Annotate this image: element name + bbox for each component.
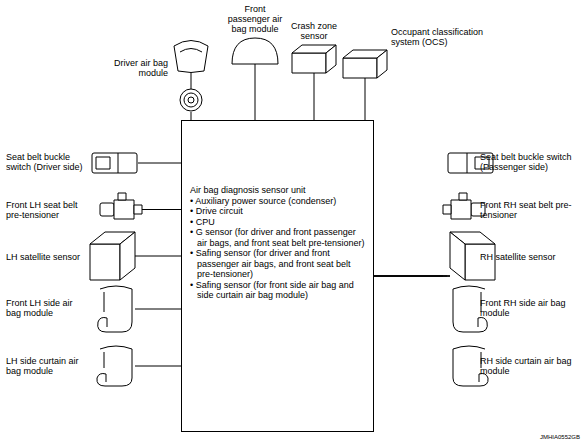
harness-line	[135, 256, 181, 257]
driver-airbag-icon	[174, 41, 208, 112]
harness-line	[314, 73, 315, 120]
unit-title: Air bag diagnosis sensor unit	[190, 185, 365, 196]
unit-feature-item: • Safing sensor (for driver and front pa…	[190, 248, 365, 280]
component-label: Seat belt buckle switch (Passenger side)	[480, 152, 580, 172]
seat-belt-pretensioner: Front RH seat belt pre-tensioner	[443, 193, 485, 226]
unit-description: Air bag diagnosis sensor unit• Auxiliary…	[182, 185, 373, 301]
diagnosis-sensor-unit: Air bag diagnosis sensor unit• Auxiliary…	[181, 120, 374, 432]
harness-line	[374, 276, 450, 277]
unit-feature-item: • CPU	[190, 217, 365, 228]
harness-line	[135, 366, 181, 367]
component-label: Front LH seat belt pre-tensioner	[6, 200, 90, 220]
component-label: Crash zone sensor	[290, 21, 338, 41]
component-label: RH side curtain air bag module	[480, 356, 580, 376]
unit-feature-item: • Auxiliary power source (condenser)	[190, 196, 365, 207]
component-label: LH side curtain air bag module	[6, 356, 90, 376]
satellite-sensor: RH satellite sensor	[450, 232, 495, 280]
buckle-switch: Seat belt buckle switch (Passenger side)	[447, 152, 493, 174]
component-label: Front passenger air bag module	[224, 4, 286, 34]
harness-line	[255, 64, 256, 120]
unit-feature-item: • G sensor (for driver and front passeng…	[190, 227, 365, 248]
buckle-switch: Seat belt buckle switch (Driver side)	[92, 152, 138, 174]
component-label: Front RH seat belt pre-tensioner	[480, 200, 580, 220]
right-component-icons	[443, 153, 495, 386]
occupant-classification-system: Occupant classification system (OCS)	[343, 50, 387, 78]
figure-code: JMHIA0552GB	[540, 434, 580, 441]
component-label: LH satellite sensor	[6, 252, 90, 262]
unit-feature-item: • Drive circuit	[190, 206, 365, 217]
passenger-airbag-icon	[232, 38, 278, 64]
harness-line	[142, 209, 181, 210]
component-label: Seat belt buckle switch (Driver side)	[6, 152, 90, 172]
ocs-unit-icon	[343, 50, 387, 78]
harness-line	[138, 163, 181, 164]
side-airbag-module: Front LH side air bag module	[95, 285, 135, 333]
passenger-airbag-module: Front passenger air bag module	[232, 38, 278, 64]
harness-line	[365, 78, 366, 120]
harness-line	[374, 276, 450, 277]
curtain-airbag-module: RH side curtain air bag module	[450, 345, 490, 387]
crash-zone-sensor: Crash zone sensor	[292, 45, 336, 73]
satellite-sensor: LH satellite sensor	[90, 232, 135, 280]
component-label: Occupant classification system (OCS)	[391, 27, 511, 47]
left-component-icons	[90, 153, 142, 386]
harness-line	[191, 112, 192, 120]
curtain-airbag-module: LH side curtain air bag module	[95, 345, 135, 387]
crash-zone-sensor-icon	[292, 45, 336, 73]
seat-belt-pretensioner: Front LH seat belt pre-tensioner	[100, 193, 142, 226]
component-label: Driver air bag module	[95, 58, 168, 78]
component-label: Front LH side air bag module	[6, 298, 90, 318]
harness-line	[374, 276, 450, 277]
driver-airbag-module: Driver air bag module	[172, 38, 210, 112]
side-airbag-module: Front RH side air bag module	[450, 285, 490, 333]
harness-line	[135, 309, 181, 310]
unit-feature-item: • Safing sensor (for front side air bag …	[190, 280, 365, 301]
component-label: Front RH side air bag module	[480, 298, 580, 318]
component-label: RH satellite sensor	[480, 252, 580, 262]
